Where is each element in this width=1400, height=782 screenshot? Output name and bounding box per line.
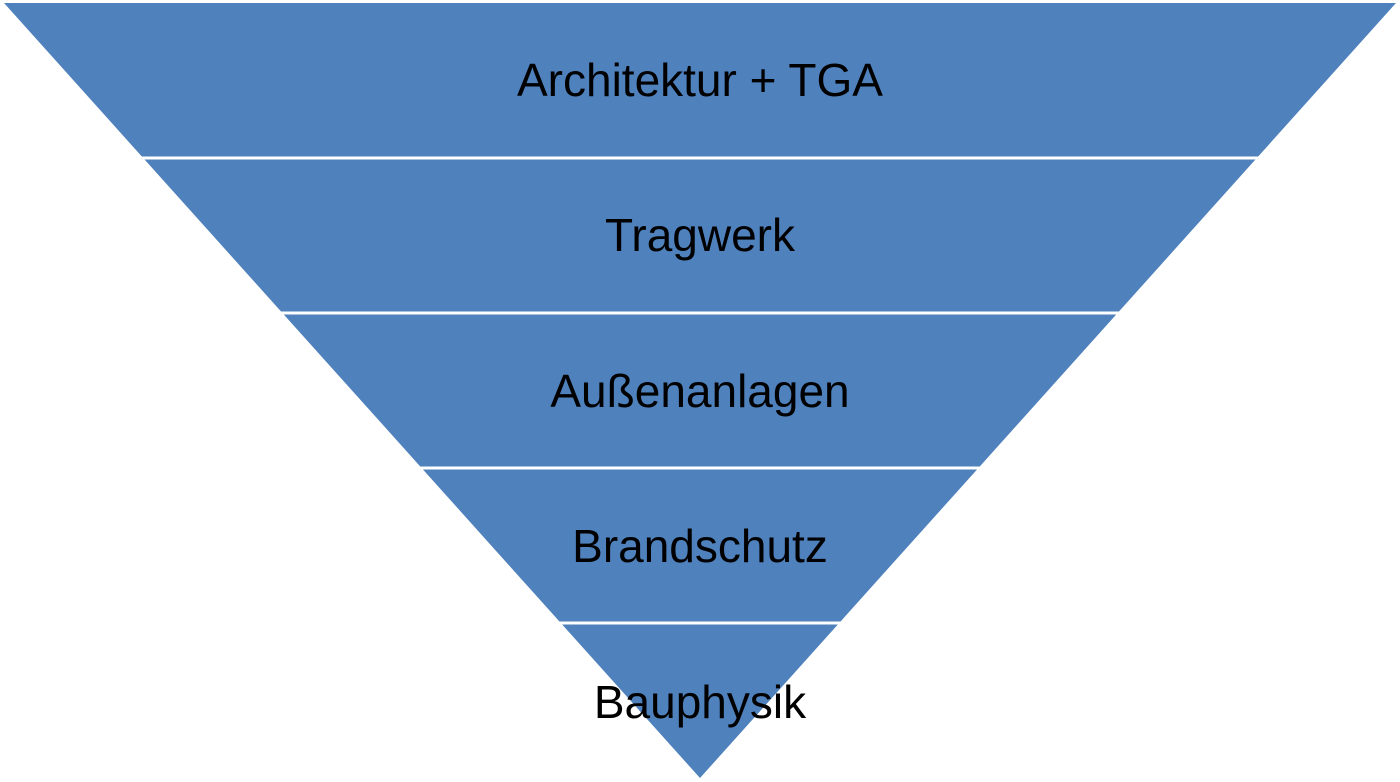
layer-label-tragwerk: Tragwerk (605, 209, 796, 261)
layer-band-brandschutz (421, 468, 979, 623)
layer-label-bauphysik: Bauphysik (594, 676, 807, 728)
layer-label-aussenanlagen: Außenanlagen (550, 365, 849, 417)
layer-band-architektur-tga (4, 3, 1396, 158)
pyramid-layers (4, 3, 1396, 778)
layer-band-aussenanlagen (282, 313, 1118, 468)
layer-label-brandschutz: Brandschutz (572, 520, 828, 572)
layer-label-architektur-tga: Architektur + TGA (517, 54, 883, 106)
layer-labels: Architektur + TGA Tragwerk Außenanlagen … (517, 54, 883, 728)
layer-separators (141, 156, 1259, 625)
layer-band-tragwerk (143, 158, 1257, 313)
layer-band-bauphysik (560, 623, 840, 778)
